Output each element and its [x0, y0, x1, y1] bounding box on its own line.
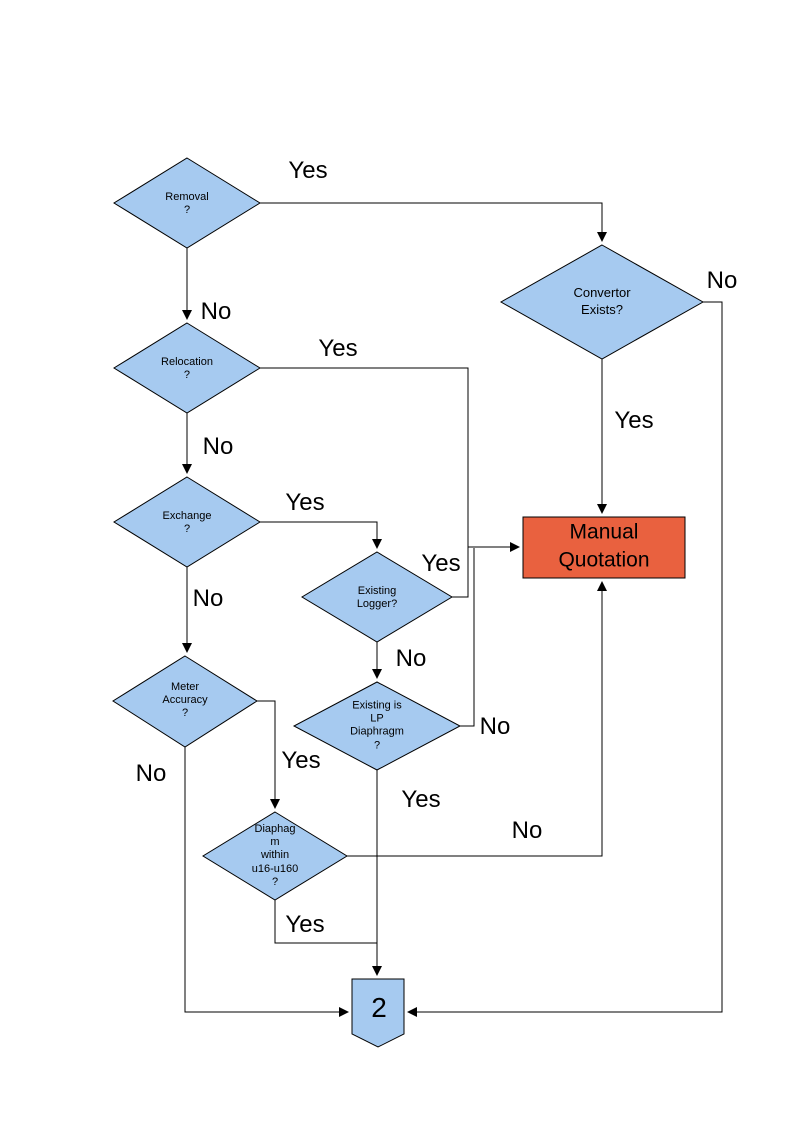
diaphragm-range-decision-label: Diaphag m within u16-u160 ? [251, 823, 299, 888]
edge-exchange-yes-line [260, 521, 382, 549]
edge-label-convertor-no: No [706, 267, 738, 294]
exchange-decision-label: Exchange ? [162, 509, 212, 535]
meter-accuracy-decision-label: Meter Accuracy ? [162, 681, 208, 720]
edge-label-existing-lp-no: No [479, 713, 511, 740]
page-connector-shape [351, 978, 405, 1048]
edge-label-relocation-no: No [202, 433, 234, 460]
edge-label-diaphragm-no: No [511, 817, 543, 844]
edge-label-existing-lp-yes: Yes [401, 786, 441, 813]
edge-label-exchange-yes: Yes [285, 489, 325, 516]
edge-relocation-yes-line [260, 367, 469, 547]
edge-existing-logger-yes-line [452, 542, 520, 598]
existing-logger-decision-shape [301, 551, 453, 643]
edge-meter-accuracy-yes-line [257, 700, 280, 809]
edge-label-meter-accuracy-yes: Yes [281, 747, 321, 774]
removal-decision-shape [113, 157, 261, 249]
edge-label-meter-accuracy-no: No [135, 760, 167, 787]
edge-meter-accuracy-no-line [184, 747, 349, 1017]
edge-label-removal-yes: Yes [288, 157, 328, 184]
existing-logger-decision-label: Existing Logger? [356, 584, 398, 610]
edge-label-diaphragm-yes: Yes [285, 911, 325, 938]
meter-accuracy-decision-shape [112, 655, 258, 748]
existing-lp-decision-label: Existing is LP Diaphragm ? [350, 699, 404, 752]
diaphragm-range-decision-shape [202, 811, 348, 901]
convertor-decision-shape [499, 244, 705, 360]
edge-label-existing-logger-no: No [395, 645, 427, 672]
edge-label-convertor-yes: Yes [614, 407, 654, 434]
edge-diaphragm-no-line [347, 581, 607, 857]
edge-removal-yes-line [260, 202, 607, 242]
edge-existing-lp-no-line [460, 548, 475, 727]
removal-decision-label: Removal ? [165, 190, 209, 216]
edge-label-existing-logger-yes: Yes [421, 550, 461, 577]
convertor-decision-label: Convertor Exists? [573, 285, 631, 317]
exchange-decision-shape [113, 476, 261, 568]
edge-label-exchange-no: No [192, 585, 224, 612]
relocation-decision-label: Relocation ? [161, 355, 213, 381]
edge-convertor-no-line [407, 301, 723, 1017]
existing-lp-decision-shape [292, 681, 462, 771]
relocation-decision-shape [113, 322, 261, 414]
edge-diaphragm-yes-line [274, 900, 377, 944]
edge-label-relocation-yes: Yes [318, 335, 358, 362]
manual-quotation-box-shape [522, 516, 686, 579]
edge-label-removal-no: No [200, 298, 232, 325]
page-connector-label: 2 [371, 992, 387, 1023]
manual-quotation-label: Manual Quotation [558, 520, 650, 572]
